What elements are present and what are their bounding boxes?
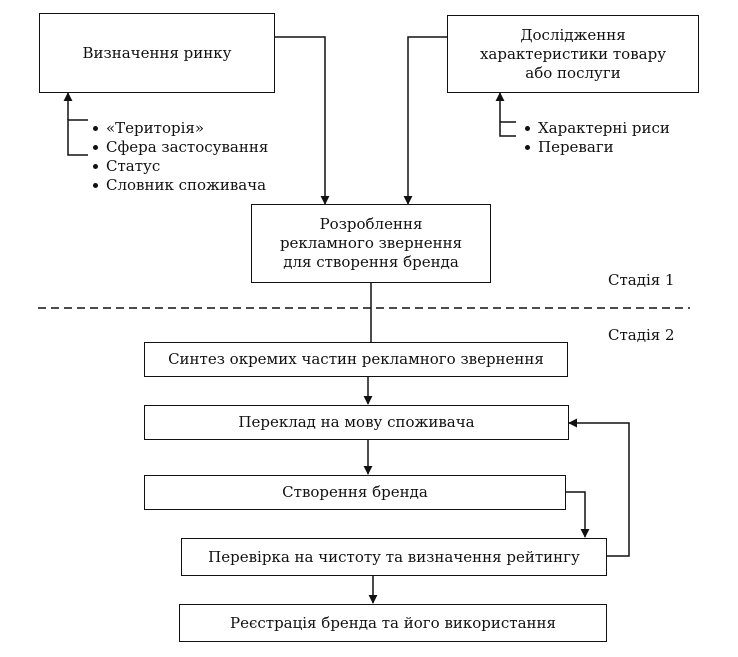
product-list-bracket — [499, 121, 516, 137]
synthesis-box: Синтез окремих частин рекламного звернен… — [144, 342, 568, 377]
list-item: Статус — [92, 157, 268, 176]
arrow-product-to-appeal — [403, 36, 447, 205]
product-features-list: Характерні риси Переваги — [524, 119, 670, 157]
market-definition-label: Визначення ринку — [82, 43, 232, 62]
list-item: Словник споживача — [92, 176, 268, 195]
registration-box: Реєстрація бренда та його використання — [179, 604, 607, 642]
arrow-market-to-appeal — [275, 36, 330, 205]
verification-label: Перевірка на чистоту та визначення рейти… — [208, 547, 580, 566]
synthesis-label: Синтез окремих частин рекламного звернен… — [168, 350, 544, 368]
market-definition-list: «Територія» Сфера застосування Статус Сл… — [92, 119, 268, 195]
list-item: Переваги — [524, 138, 670, 157]
list-item: «Територія» — [92, 119, 268, 138]
product-research-box: Дослідження характеристики товару або по… — [447, 15, 699, 93]
translation-box: Переклад на мову споживача — [144, 405, 569, 440]
list-item: Сфера застосування — [92, 138, 268, 157]
verification-box: Перевірка на чистоту та визначення рейти… — [181, 538, 607, 576]
market-list-bracket — [67, 119, 88, 156]
ad-appeal-box: Розроблення рекламного звернення для ств… — [251, 204, 491, 283]
brand-creation-box: Створення бренда — [144, 475, 566, 510]
registration-label: Реєстрація бренда та його використання — [230, 613, 556, 632]
translation-label: Переклад на мову споживача — [238, 413, 475, 431]
list-item: Характерні риси — [524, 119, 670, 138]
brand-creation-label: Створення бренда — [282, 483, 428, 501]
market-definition-box: Визначення ринку — [39, 13, 275, 93]
ad-appeal-label: Розроблення рекламного звернення для ств… — [279, 215, 463, 271]
stage-1-label: Стадія 1 — [608, 271, 675, 289]
stage-2-label: Стадія 2 — [608, 326, 675, 344]
arrow-brand-to-verification — [566, 491, 590, 538]
product-research-label: Дослідження характеристики товару або по… — [479, 25, 667, 82]
arrow-verification-feedback — [568, 418, 630, 557]
